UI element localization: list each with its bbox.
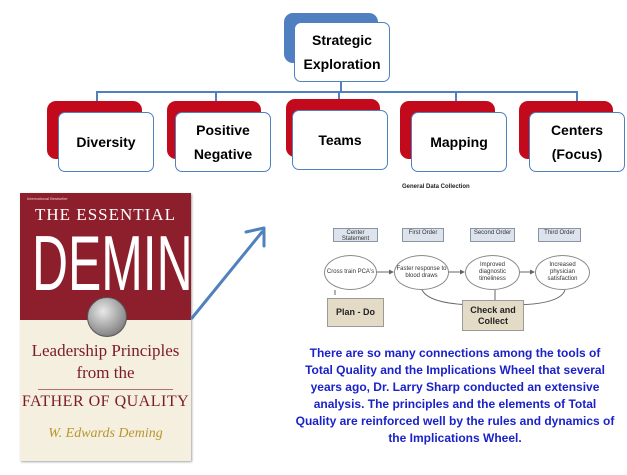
child-node-label: Positive Negative: [193, 122, 253, 162]
description-paragraph: There are so many connections among the …: [295, 346, 615, 445]
column-header: Third Order: [538, 228, 581, 242]
child-node-box: Centers (Focus): [529, 112, 625, 172]
root-node-box: Strategic Exploration: [294, 22, 390, 82]
child-node-box: Mapping: [411, 112, 507, 172]
book-signature: W. Edwards Deming: [48, 426, 163, 441]
book-title-line2: DEMING: [31, 219, 232, 308]
connector-horizontal-bar: [96, 91, 578, 93]
connector-root-stem: [340, 82, 342, 92]
book-cream-panel: [20, 320, 191, 461]
node-ellipse: Improved diagnostic timeliness: [465, 255, 520, 290]
column-header: First Order: [402, 228, 444, 242]
node-ellipse: Faster response to blood draws: [394, 255, 449, 290]
book-subtitle-line2: from the: [76, 363, 135, 382]
child-node-label: Centers (Focus): [550, 122, 604, 162]
child-node-box: Diversity: [58, 112, 154, 172]
node-ellipse: Cross train PCA's: [324, 255, 377, 290]
node-ellipse: Increased physician satisfaction: [535, 255, 590, 290]
check-collect-box: Check and Collect: [462, 300, 524, 331]
child-node-label: Teams: [318, 132, 362, 148]
child-node-box: Positive Negative: [175, 112, 271, 172]
column-header: Second Order: [470, 228, 515, 242]
pointer-arrow-icon: [190, 226, 266, 320]
column-header: Center Statement: [333, 228, 378, 242]
root-node-label: Strategic Exploration: [303, 32, 381, 72]
book-title-line1: THE ESSENTIAL: [35, 205, 176, 224]
book-divider: [38, 389, 173, 390]
book-subtitle-line1: Leadership Principles: [31, 341, 180, 360]
child-node-box: Teams: [292, 110, 388, 170]
child-node-label: Mapping: [430, 134, 488, 150]
child-node-label: Diversity: [76, 134, 136, 150]
book-cover: International Bestseller THE ESSENTIAL D…: [20, 193, 232, 461]
plan-do-box: Plan - Do: [327, 298, 384, 327]
portrait-medallion-icon: [87, 297, 127, 337]
book-tag: International Bestseller: [27, 196, 68, 201]
data-collection-title: General Data Collection: [402, 184, 470, 190]
book-subtitle-line3: FATHER OF QUALITY: [21, 393, 190, 410]
